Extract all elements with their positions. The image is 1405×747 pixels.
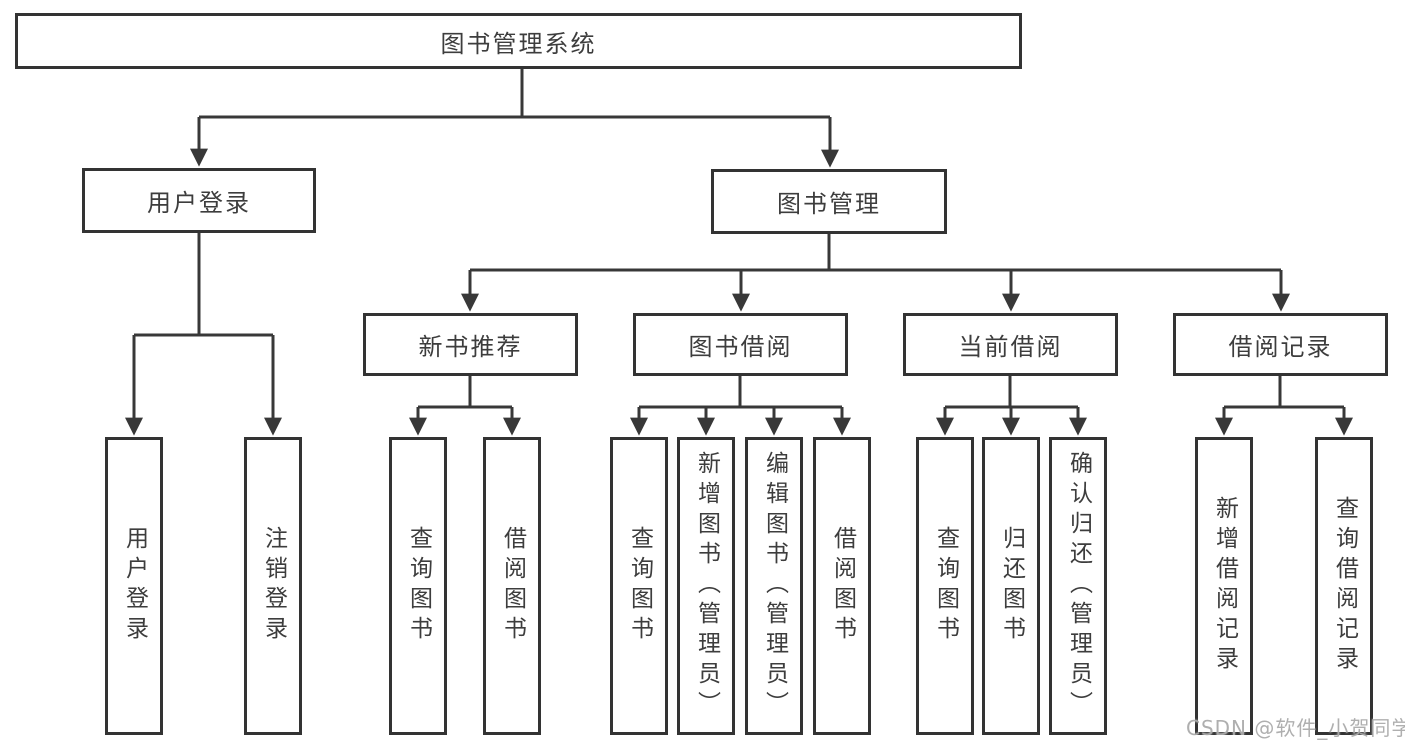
branch-borrow-records [1224, 375, 1344, 409]
leaf-confirm-return-admin-label: 确认归还（管理员） [1065, 451, 1092, 721]
node-root: 图书管理系统 [15, 13, 1022, 69]
node-root-label: 图书管理系统 [440, 29, 597, 58]
watermark: CSDN @软件_小贺同学 [1186, 716, 1405, 740]
leaf-add-borrow-record-label: 新增借阅记录 [1211, 496, 1238, 676]
leaf-borrow-books-2: 借阅图书 [813, 437, 871, 735]
leaf-borrow-books-recommend-label: 借阅图书 [499, 526, 526, 646]
leaf-add-book-admin-label: 新增图书（管理员） [693, 451, 720, 721]
leaf-logout-login: 注销登录 [244, 437, 302, 735]
node-current-borrow: 当前借阅 [903, 313, 1118, 376]
leaf-query-books-borrow-label: 查询图书 [626, 526, 653, 646]
branch-current-borrow [945, 375, 1078, 409]
node-borrow-records-label: 借阅记录 [1228, 333, 1333, 361]
leaf-user-login: 用户登录 [105, 437, 163, 735]
leaf-query-books-recommend-label: 查询图书 [405, 526, 432, 646]
leaf-borrow-books-recommend: 借阅图书 [483, 437, 541, 735]
node-borrow-records: 借阅记录 [1173, 313, 1388, 376]
leaf-query-books-current: 查询图书 [916, 437, 974, 735]
leaf-add-borrow-record: 新增借阅记录 [1195, 437, 1253, 735]
leaf-user-login-label: 用户登录 [121, 526, 148, 646]
node-user-login-label: 用户登录 [147, 189, 251, 217]
node-current-borrow-label: 当前借阅 [958, 333, 1063, 361]
leaf-borrow-books-2-label: 借阅图书 [829, 526, 856, 646]
leaf-query-borrow-record-label: 查询借阅记录 [1331, 496, 1358, 676]
leaf-add-book-admin: 新增图书（管理员） [677, 437, 735, 735]
node-new-book-recommend: 新书推荐 [363, 313, 578, 376]
leaf-edit-book-admin: 编辑图书（管理员） [745, 437, 803, 735]
branch-book-borrow [639, 375, 842, 409]
branch-user-login [134, 232, 273, 337]
leaf-query-books-current-label: 查询图书 [932, 526, 959, 646]
branch-book-management [470, 233, 1281, 272]
leaf-return-book-label: 归还图书 [998, 526, 1025, 646]
node-book-borrow-label: 图书借阅 [688, 333, 793, 361]
leaf-logout-login-label: 注销登录 [260, 526, 287, 646]
leaf-query-books-borrow: 查询图书 [610, 437, 668, 735]
node-user-login: 用户登录 [82, 168, 316, 233]
node-book-management: 图书管理 [711, 169, 947, 234]
leaf-query-borrow-record: 查询借阅记录 [1315, 437, 1373, 735]
branch-new-book [418, 375, 512, 409]
branch-root [199, 69, 830, 119]
leaf-edit-book-admin-label: 编辑图书（管理员） [761, 451, 788, 721]
leaf-query-books-recommend: 查询图书 [389, 437, 447, 735]
node-book-management-label: 图书管理 [777, 190, 881, 218]
leaf-return-book: 归还图书 [982, 437, 1040, 735]
node-new-book-recommend-label: 新书推荐 [418, 333, 523, 361]
leaf-confirm-return-admin: 确认归还（管理员） [1049, 437, 1107, 735]
node-book-borrow: 图书借阅 [633, 313, 848, 376]
